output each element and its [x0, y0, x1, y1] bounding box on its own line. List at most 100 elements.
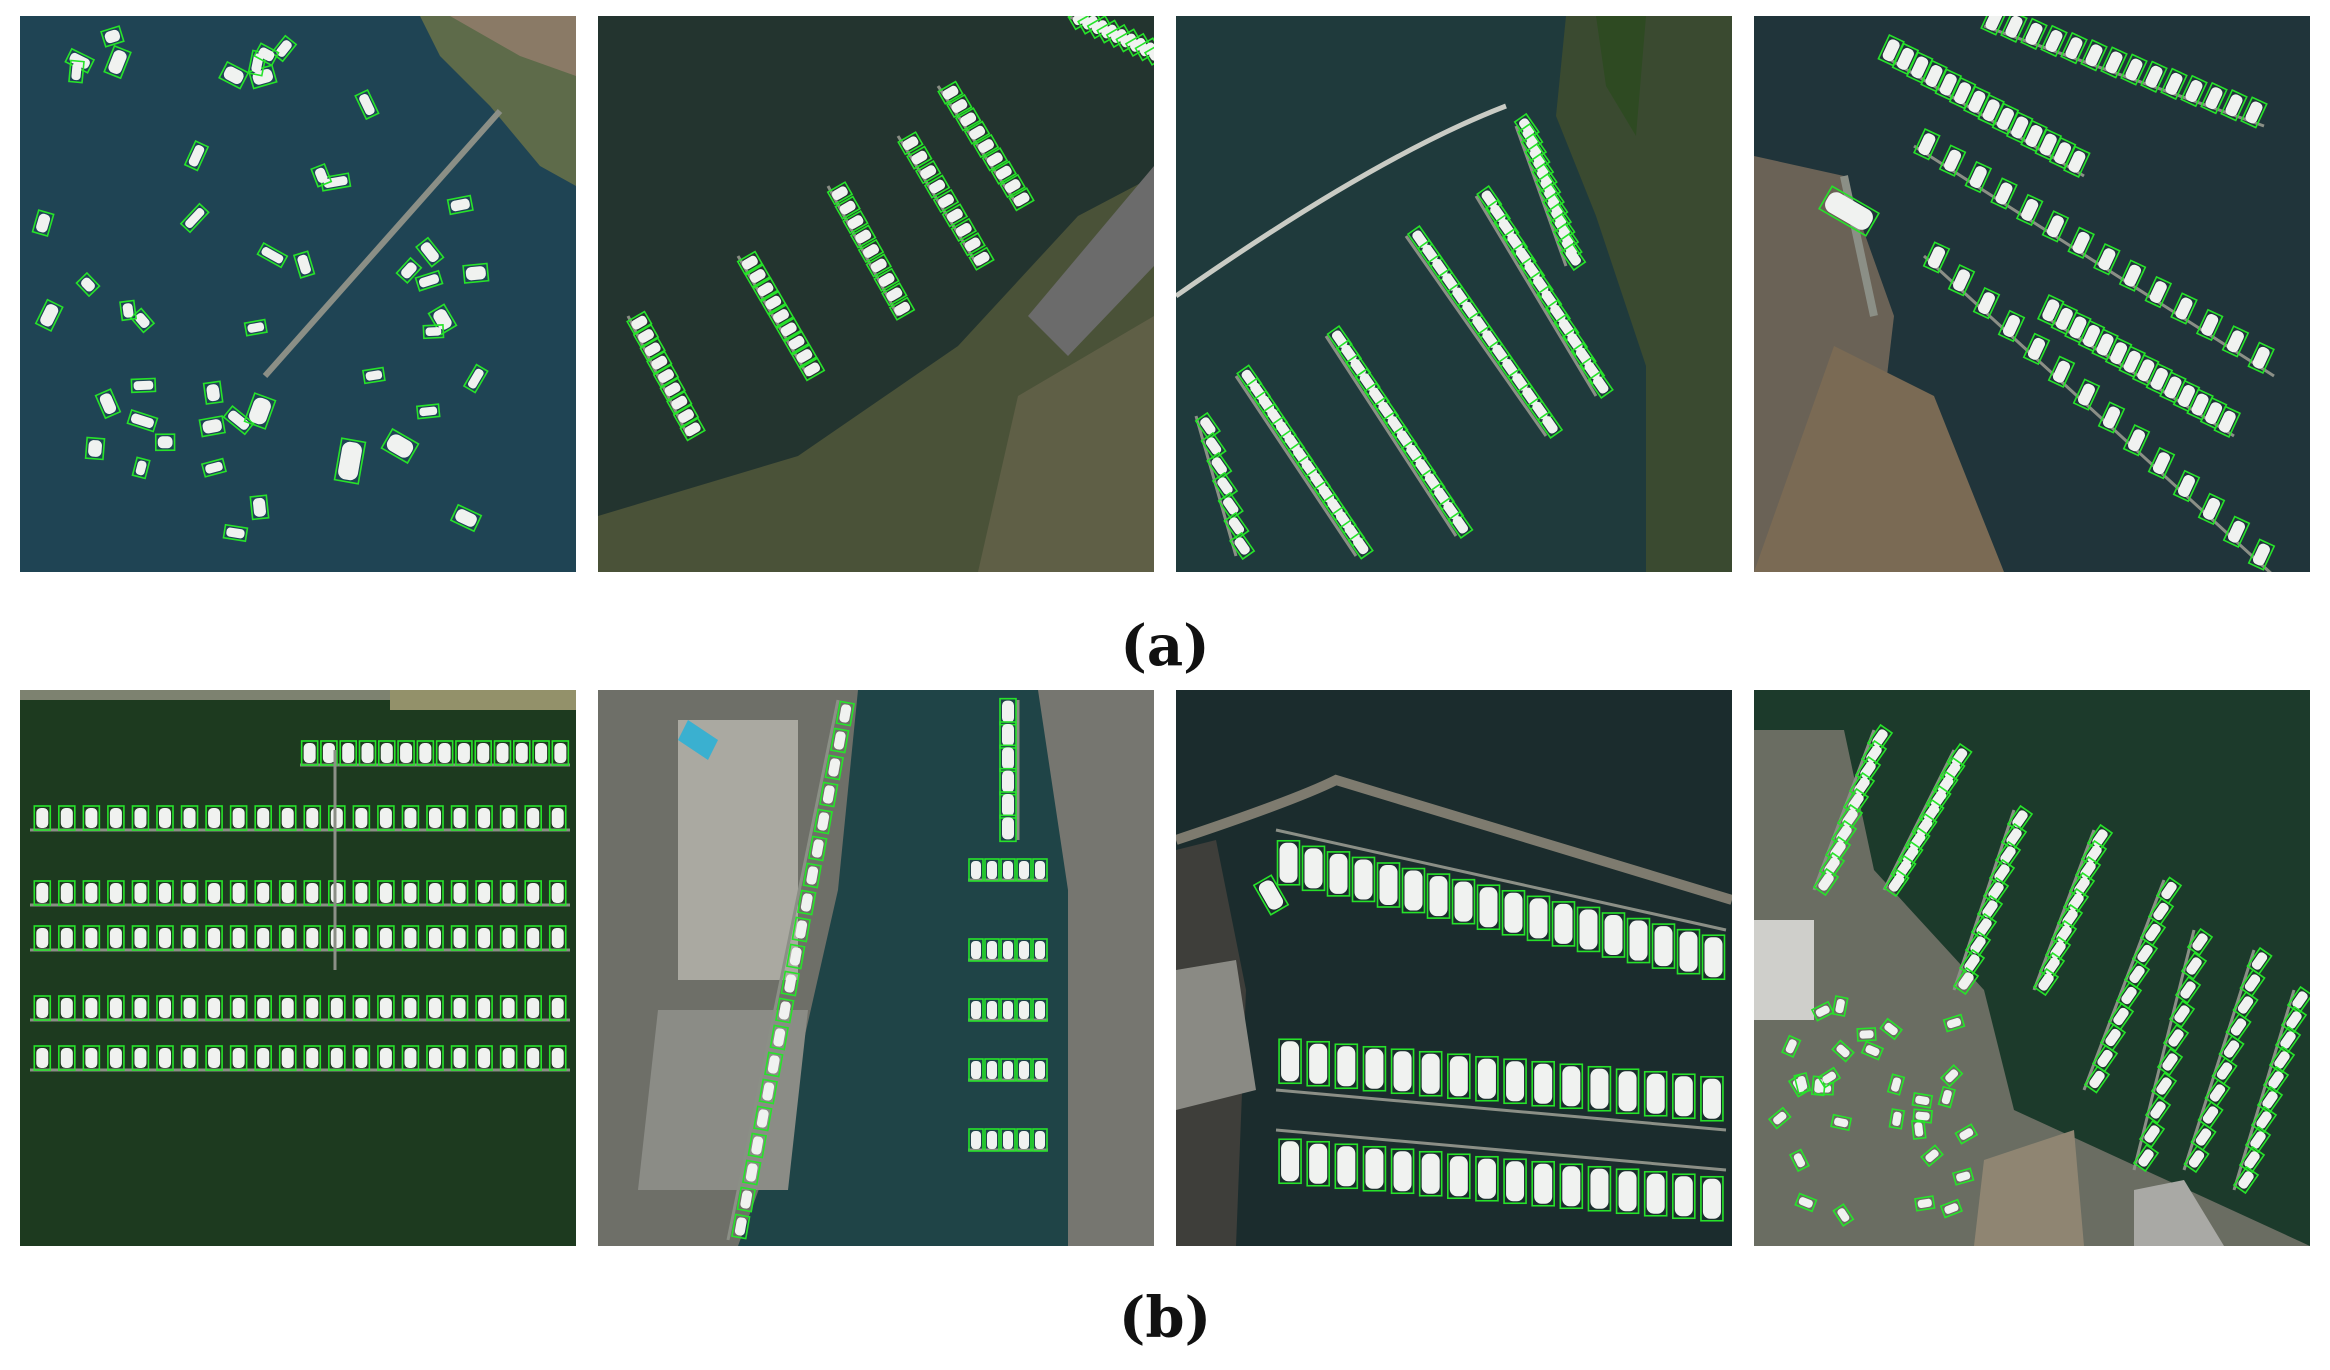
detection-box [1426, 873, 1451, 919]
detected-boat [524, 995, 542, 1021]
aerial-image-b4 [1754, 690, 2310, 1246]
land-area [978, 316, 1154, 572]
aerial-image-a4 [1754, 16, 2310, 572]
detection-box [1531, 1060, 1555, 1107]
detection-box [2170, 292, 2198, 325]
detection-box [395, 256, 423, 285]
detected-boat [415, 236, 445, 268]
detection-box [449, 503, 483, 533]
detected-boat [119, 299, 137, 322]
detection-box [82, 1045, 101, 1071]
detected-boat [426, 1045, 444, 1071]
detection-box [999, 173, 1026, 199]
detected-boat [154, 433, 176, 452]
detected-boat [1700, 1075, 1724, 1122]
detected-boat [2006, 804, 2034, 834]
detected-boat [752, 277, 779, 302]
detection-box [1939, 1064, 1964, 1088]
detected-boat [229, 805, 248, 831]
detection-box [401, 805, 420, 831]
detected-boat [2144, 275, 2173, 309]
detection-box [813, 808, 833, 835]
detected-boat [1531, 1060, 1555, 1107]
detected-boat [2200, 81, 2228, 115]
detection-box [1032, 998, 1048, 1022]
detection-box [984, 938, 1000, 962]
detected-boat [1362, 1145, 1387, 1192]
detected-boat [2222, 515, 2251, 548]
detected-boat [103, 44, 132, 80]
detection-box [58, 805, 76, 831]
detection-box [493, 740, 512, 766]
detected-boat [82, 925, 101, 951]
detection-box [475, 995, 493, 1021]
detection-box [1143, 41, 1154, 66]
detected-boat [1812, 867, 1840, 897]
detected-boat [1531, 1160, 1555, 1207]
detection-box [968, 858, 984, 882]
detected-boat [100, 25, 125, 48]
detected-boat [229, 925, 248, 951]
detected-boat [499, 995, 518, 1021]
land-area [390, 690, 576, 710]
detection-box [82, 880, 101, 906]
detection-box [941, 203, 969, 228]
detected-boat [1970, 912, 1998, 942]
detected-boat [906, 145, 933, 170]
detected-boat [968, 998, 984, 1022]
detection-box [672, 403, 700, 429]
detected-boat [2183, 1144, 2210, 1174]
detected-boat [2120, 53, 2148, 86]
detected-boat [764, 1051, 784, 1078]
detection-box [524, 880, 542, 906]
detected-boat [1447, 1053, 1471, 1100]
aerial-image-a1 [20, 16, 576, 572]
detected-boat [33, 925, 52, 951]
detection-box [808, 835, 828, 862]
detection-box [1390, 1048, 1415, 1095]
detection-box [31, 209, 55, 237]
detection-box [33, 995, 52, 1021]
detection-box [303, 925, 322, 951]
detection-box [33, 880, 52, 906]
detected-boat [2041, 210, 2070, 243]
detected-boat [229, 880, 248, 906]
detected-boat [1831, 1039, 1855, 1063]
detected-boat [1794, 1192, 1818, 1213]
detected-boat [1980, 16, 2008, 36]
detected-boat [397, 740, 415, 766]
detected-boat [2118, 259, 2147, 292]
detected-boat [972, 133, 1000, 159]
detected-boat [2170, 292, 2198, 325]
detection-box [499, 880, 518, 906]
detection-box [401, 925, 420, 951]
aerial-image-b1-svg [20, 690, 576, 1246]
detected-boat [450, 1045, 469, 1071]
dock [1324, 335, 1458, 537]
detection-box [292, 250, 316, 279]
detected-boat [1451, 878, 1476, 925]
detected-boat [58, 995, 76, 1021]
detected-boat [666, 390, 693, 415]
detection-box [1362, 1145, 1387, 1192]
detection-box [131, 925, 150, 951]
detection-box [797, 889, 817, 916]
detected-boat [791, 343, 818, 369]
detected-boat [180, 925, 199, 951]
land-area [1556, 16, 1732, 572]
detection-box [243, 318, 268, 337]
detection-box [1016, 938, 1032, 962]
detected-boat [1032, 1058, 1048, 1082]
detection-box [1475, 1155, 1499, 1202]
detection-box [131, 1045, 150, 1071]
detected-boat [222, 405, 255, 436]
detected-boat [791, 916, 811, 943]
detection-box [1964, 160, 1993, 194]
detected-boat [1856, 1027, 1877, 1042]
detected-boat [179, 202, 210, 234]
detection-box [58, 1045, 76, 1071]
detected-boat [278, 880, 297, 906]
detection-box [303, 880, 322, 906]
detected-boat [475, 925, 493, 951]
detection-box [358, 740, 377, 766]
